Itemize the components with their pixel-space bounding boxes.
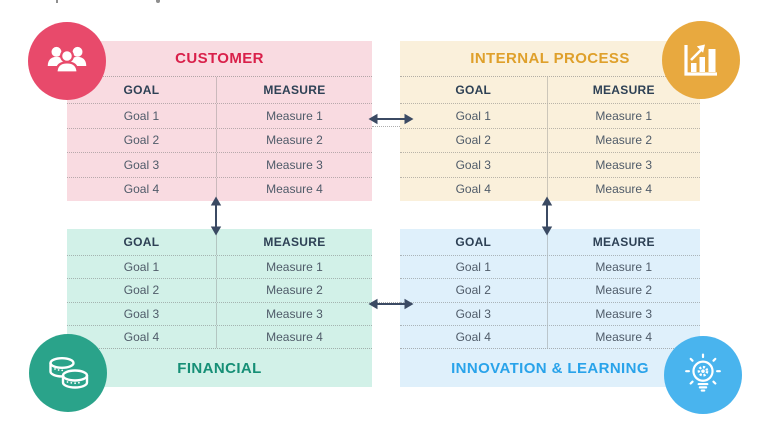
goal-cell: Goal 4 — [123, 182, 160, 197]
measure-cell: Measure 1 — [215, 256, 372, 279]
table-row: Goal 4 Measure 4 — [400, 324, 700, 348]
table-row: Goal 2 Measure 2 — [67, 127, 372, 152]
goal-cell: Goal 3 — [123, 306, 160, 321]
horizontal-double-arrow — [368, 298, 414, 310]
bar-chart-growth-icon — [684, 44, 717, 76]
table-row: Goal 1 Measure 1 — [67, 255, 372, 279]
table-row: Goal 1 Measure 1 — [400, 103, 700, 128]
table-row: Goal 2 Measure 2 — [400, 278, 700, 302]
measure-cell: Measure 4 — [546, 325, 700, 348]
measure-cell: Measure 3 — [546, 153, 700, 177]
table-row: Goal 3 Measure 3 — [67, 301, 372, 325]
measure-column-header: MEASURE — [215, 77, 372, 103]
measure-cell: Measure 4 — [215, 177, 372, 201]
goal-cell: Goal 2 — [123, 133, 160, 148]
cropped-text-fragment — [56, 0, 58, 3]
goal-column-header: GOAL — [123, 83, 160, 97]
goal-cell: Goal 1 — [455, 108, 491, 123]
goal-cell: Goal 3 — [123, 157, 160, 172]
coins-icon — [49, 356, 89, 389]
goal-cell: Goal 1 — [455, 260, 491, 275]
financial-badge — [29, 334, 107, 412]
innovation-learning-panel: GOAL MEASURE Goal 1 Measure 1 Goal 2 Mea… — [400, 229, 700, 387]
goal-cell: Goal 1 — [123, 260, 160, 275]
innovation-learning-badge — [664, 336, 742, 414]
internal-process-badge — [662, 21, 740, 99]
table-row: Goal 1 Measure 1 — [400, 255, 700, 279]
measure-cell: Measure 2 — [546, 279, 700, 302]
financial-table-header: GOAL MEASURE — [67, 229, 372, 255]
goal-cell: Goal 1 — [123, 108, 160, 123]
measure-cell: Measure 2 — [215, 128, 372, 152]
financial-title: FINANCIAL — [67, 348, 372, 387]
measure-column-header: MEASURE — [546, 229, 700, 255]
lightbulb-gear-icon — [685, 353, 721, 392]
measure-column-header: MEASURE — [546, 77, 700, 103]
goal-cell: Goal 2 — [455, 133, 491, 148]
goal-cell: Goal 4 — [455, 329, 491, 344]
customer-title: CUSTOMER — [175, 50, 264, 67]
connector-dotted-line — [372, 126, 400, 127]
horizontal-double-arrow — [368, 113, 414, 125]
goal-cell: Goal 4 — [123, 329, 160, 344]
customer-panel: CUSTOMER GOAL MEASURE Goal 1 Measure 1 G… — [67, 41, 372, 201]
measure-cell: Measure 2 — [546, 128, 700, 152]
goal-cell: Goal 3 — [455, 306, 491, 321]
measure-cell: Measure 3 — [215, 153, 372, 177]
goal-column-header: GOAL — [455, 83, 492, 97]
measure-cell: Measure 1 — [546, 104, 700, 128]
table-row: Goal 3 Measure 3 — [67, 152, 372, 177]
table-row: Goal 4 Measure 4 — [67, 176, 372, 201]
table-row: Goal 4 Measure 4 — [67, 324, 372, 348]
measure-cell: Measure 4 — [546, 177, 700, 201]
goal-cell: Goal 4 — [455, 182, 491, 197]
innovation-learning-title: INNOVATION & LEARNING — [400, 348, 700, 387]
goal-cell: Goal 3 — [455, 157, 491, 172]
innovation-table-header: GOAL MEASURE — [400, 229, 700, 255]
measure-cell: Measure 4 — [215, 325, 372, 348]
table-row: Goal 2 Measure 2 — [67, 278, 372, 302]
table-row: Goal 3 Measure 3 — [400, 301, 700, 325]
table-row: Goal 3 Measure 3 — [400, 152, 700, 177]
measure-cell: Measure 3 — [546, 302, 700, 325]
customer-badge — [28, 22, 106, 100]
table-row: Goal 2 Measure 2 — [400, 127, 700, 152]
measure-cell: Measure 1 — [546, 256, 700, 279]
table-row: Goal 4 Measure 4 — [400, 176, 700, 201]
customer-table-header: GOAL MEASURE — [67, 76, 372, 103]
vertical-double-arrow — [210, 196, 222, 236]
goal-cell: Goal 2 — [123, 283, 160, 298]
goal-column-header: GOAL — [455, 235, 492, 249]
vertical-double-arrow — [541, 196, 553, 236]
internal-process-title: INTERNAL PROCESS — [470, 50, 630, 67]
table-row: Goal 1 Measure 1 — [67, 103, 372, 128]
internal-process-panel: INTERNAL PROCESS GOAL MEASURE Goal 1 Mea… — [400, 41, 700, 201]
measure-cell: Measure 1 — [215, 104, 372, 128]
connector-dotted-line — [372, 302, 400, 303]
measure-cell: Measure 3 — [215, 302, 372, 325]
people-group-icon — [47, 46, 87, 74]
cropped-text-fragment — [156, 0, 160, 3]
measure-column-header: MEASURE — [215, 229, 372, 255]
internal-process-table-header: GOAL MEASURE — [400, 76, 700, 103]
financial-panel: GOAL MEASURE Goal 1 Measure 1 Goal 2 Mea… — [67, 229, 372, 387]
goal-column-header: GOAL — [123, 235, 160, 249]
measure-cell: Measure 2 — [215, 279, 372, 302]
goal-cell: Goal 2 — [455, 283, 491, 298]
